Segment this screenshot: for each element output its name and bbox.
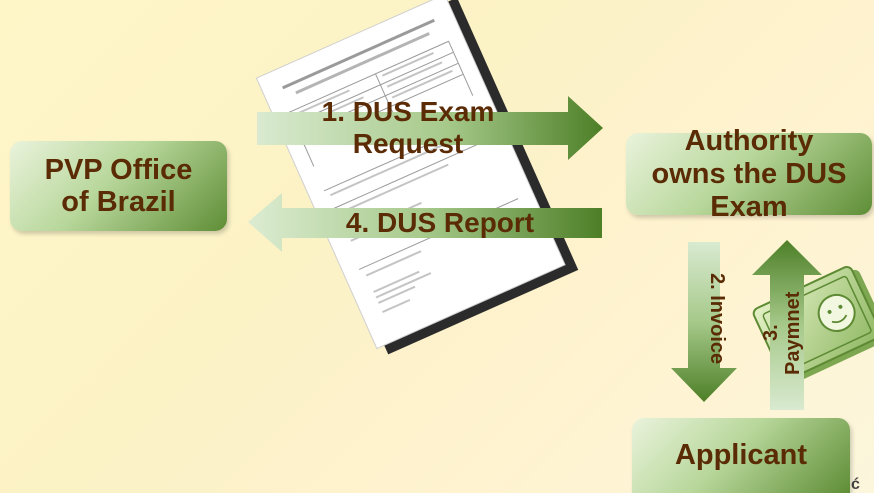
arrow-payment-up [752, 240, 822, 410]
arrow-report-left [248, 193, 602, 252]
flow-step2-label: 2. Invoice [706, 273, 728, 365]
document-form-icon [255, 0, 579, 355]
arrow-request-right [257, 96, 603, 160]
flow-step1-label: 1. DUS Exam Request [321, 96, 495, 159]
corner-mark-icon: ć [851, 476, 860, 493]
node-authority: Authority owns the DUS Exam [626, 125, 872, 223]
flow-step4-label: 4. DUS Report [345, 207, 535, 238]
node-pvp-office: PVP Office of Brazil [10, 141, 227, 231]
arrow-invoice-down [671, 242, 737, 402]
node-pvp-office-label: PVP Office of Brazil [44, 154, 193, 218]
node-applicant: Applicant [632, 418, 850, 493]
node-applicant-label: Applicant [674, 439, 808, 471]
flow-step3-label: 3. Paymnet [760, 291, 804, 375]
node-authority-label: Authority owns the DUS Exam [651, 124, 847, 223]
